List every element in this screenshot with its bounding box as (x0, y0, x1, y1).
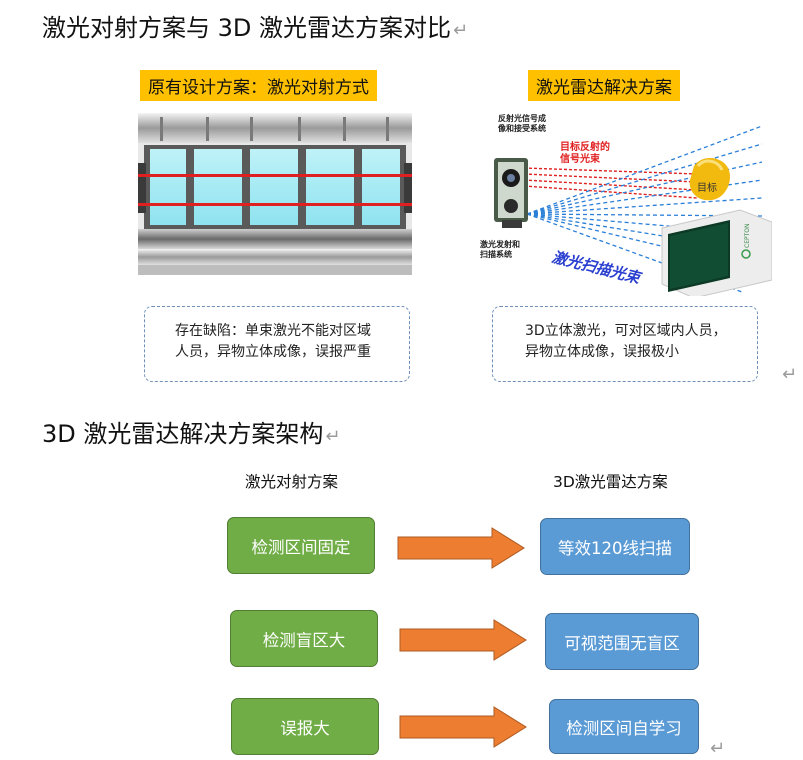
emitter-label: 激光发射和 扫描系统 (480, 240, 520, 260)
left-item-box: 检测盲区大 (230, 610, 378, 667)
right-item-box: 等效120线扫描 (540, 518, 690, 575)
paragraph-mark: ↵ (325, 426, 341, 447)
paragraph-mark: ↵ (453, 20, 469, 41)
lidar-illustration (494, 125, 772, 296)
receiver-label-line: 像和接受系统 (498, 124, 546, 133)
right-column-header: 3D激光雷达方案 (553, 473, 668, 491)
left-panel-badge: 原有设计方案：激光对射方式 (140, 70, 377, 101)
right-item-box: 检测区间自学习 (549, 699, 699, 754)
paragraph-mark: ↵ (710, 738, 726, 759)
target-label: 目标 (697, 183, 717, 194)
note-line: 3D立体激光，可对区域内人员， (525, 323, 727, 339)
left-panel-note: 存在缺陷：单束激光不能对区域 人员，异物立体成像，误报严重 (144, 306, 410, 382)
brand-label: CEPTON (744, 223, 751, 248)
note-line: 异物立体成像，误报极小 (525, 344, 679, 360)
reflect-label-line: 信号光束 (560, 154, 600, 165)
left-item-box: 检测区间固定 (227, 517, 375, 574)
right-arrow-icon (399, 706, 527, 748)
right-item-box: 可视范围无盲区 (545, 613, 699, 670)
section-title-comparison: 激光对射方案与 3D 激光雷达方案对比↵ (42, 8, 468, 43)
reflect-label-line: 目标反射的 (560, 142, 610, 153)
receiver-label-line: 反射光信号成 (498, 114, 546, 123)
emitter-label-line: 激光发射和 (480, 240, 520, 249)
section-title-comparison-text: 激光对射方案与 3D 激光雷达方案对比 (42, 14, 452, 42)
note-line: 人员，异物立体成像，误报严重 (175, 344, 371, 360)
emitter-label-line: 扫描系统 (480, 250, 512, 259)
left-item-box: 误报大 (231, 698, 379, 755)
reflect-label: 目标反射的 信号光束 (560, 142, 610, 166)
note-line: 存在缺陷：单束激光不能对区域 (175, 323, 371, 339)
left-column-header: 激光对射方案 (245, 473, 339, 491)
section-title-architecture-text: 3D 激光雷达解决方案架构 (42, 420, 324, 448)
right-arrow-icon (399, 619, 527, 661)
receiver-label: 反射光信号成 像和接受系统 (498, 114, 546, 134)
section-title-architecture: 3D 激光雷达解决方案架构↵ (42, 414, 340, 449)
paragraph-mark: ↵ (782, 364, 798, 385)
right-panel-note: 3D立体激光，可对区域内人员， 异物立体成像，误报极小 (492, 306, 758, 382)
right-panel-badge: 激光雷达解决方案 (528, 70, 680, 101)
laser-beam-barrier-image (138, 113, 412, 275)
right-arrow-icon (397, 527, 525, 569)
